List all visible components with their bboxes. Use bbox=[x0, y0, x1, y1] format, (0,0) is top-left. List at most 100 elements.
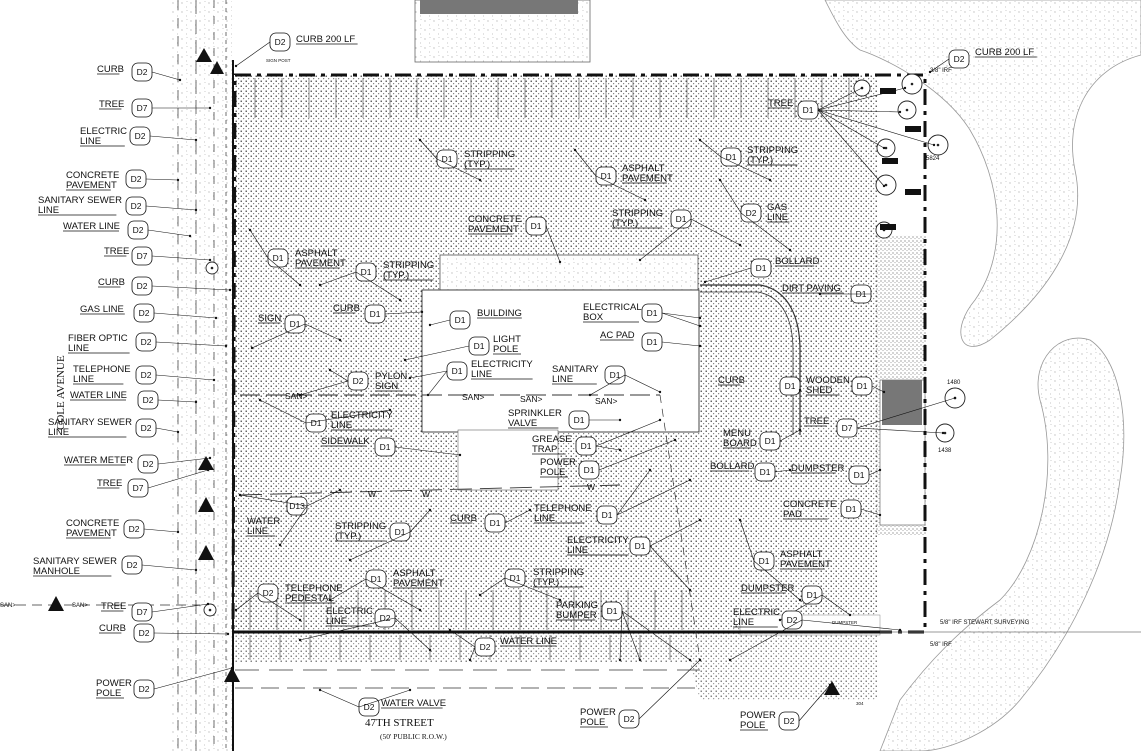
callout-leader bbox=[365, 578, 421, 611]
callout-code: D1 bbox=[510, 573, 521, 583]
callout-label-line: CURB bbox=[333, 303, 360, 314]
callout-leader-tip bbox=[618, 418, 622, 422]
callout-label-line: STRIPPING bbox=[335, 521, 386, 532]
callout: STRIPPING(TYP.)D1 bbox=[478, 567, 584, 602]
callout-leader-tip bbox=[238, 493, 242, 497]
callout: STRIPPING(TYP.)D1 bbox=[612, 208, 742, 262]
san-marker-1: SAN> bbox=[462, 392, 484, 402]
callout-leader-tip bbox=[848, 613, 852, 617]
callout-label: CURB 200 LF bbox=[296, 34, 355, 45]
callout-label-line: ASPHALT bbox=[780, 549, 823, 560]
callout-label: CURB bbox=[450, 513, 477, 524]
callout-leader-tip bbox=[698, 316, 702, 320]
callout-leader bbox=[239, 494, 308, 507]
callout-leader bbox=[157, 399, 197, 403]
water-marker-1: W bbox=[368, 489, 376, 499]
callout-leader-tip bbox=[941, 431, 945, 435]
callout-leader-tip bbox=[258, 398, 262, 402]
callout-leader-tip bbox=[818, 292, 822, 296]
callout-leader bbox=[153, 632, 229, 635]
callout-leader bbox=[817, 87, 863, 111]
callout-leader-tip bbox=[878, 513, 882, 517]
callout-leader-tip bbox=[194, 208, 198, 212]
callout-leader-tip bbox=[418, 608, 422, 612]
callout-leader bbox=[145, 178, 179, 181]
callout-label: TREE bbox=[99, 99, 124, 110]
callout-leader-tip bbox=[428, 323, 432, 327]
callout-label-line: SIDEWALK bbox=[321, 436, 370, 447]
callout-code: D2 bbox=[263, 588, 274, 598]
callout-leader-tip bbox=[898, 628, 902, 632]
callout-leader-tip bbox=[648, 468, 652, 472]
tree-tag bbox=[882, 158, 898, 164]
callout-code: D1 bbox=[765, 436, 776, 446]
callout-label-line: POWER bbox=[740, 710, 776, 721]
callout-label-line: BUILDING bbox=[477, 308, 522, 319]
callout-label-line: STRIPPING bbox=[612, 208, 663, 219]
callout-label-line: TELEPHONE bbox=[285, 583, 343, 594]
callout-leader bbox=[661, 341, 701, 347]
tree-tag bbox=[880, 88, 896, 94]
san-marker-2: SAN> bbox=[520, 394, 542, 404]
callout-label-line: PEDESTAL bbox=[285, 593, 334, 604]
callout-leader bbox=[729, 619, 803, 661]
tree-trunk bbox=[936, 143, 940, 147]
callout-label-line: PAD bbox=[783, 509, 802, 520]
callout-leader-tip bbox=[230, 666, 234, 670]
callout-leader-tip bbox=[338, 338, 342, 342]
callout-code: D2 bbox=[127, 560, 138, 570]
callout-label-line: SANITARY SEWER bbox=[38, 195, 122, 206]
callout-leader-tip bbox=[573, 148, 577, 152]
callout-leader-tip bbox=[194, 138, 198, 142]
callout-label-line: WATER LINE bbox=[500, 636, 557, 647]
callout-leader-tip bbox=[248, 228, 252, 232]
callout-code: D1 bbox=[803, 105, 814, 115]
callout-label-line: LIGHT bbox=[493, 334, 521, 345]
callout-label-line: PAVEMENT bbox=[468, 224, 519, 235]
callout-label-line: SANITARY SEWER bbox=[48, 417, 132, 428]
callout-label-line: TREE bbox=[104, 246, 129, 257]
callout-leader bbox=[704, 267, 752, 283]
callout-code: D7 bbox=[137, 251, 148, 261]
callout-code: D2 bbox=[131, 201, 142, 211]
callout-leader bbox=[147, 229, 191, 237]
callout: TREE D7 bbox=[104, 246, 212, 266]
callout-leader-tip bbox=[328, 368, 332, 372]
callout-label-line: ASPHALT bbox=[622, 163, 665, 174]
callout-leader bbox=[801, 619, 901, 631]
callout-code: D2 bbox=[135, 131, 146, 141]
callout-label-line: LINE bbox=[48, 427, 69, 438]
callout-leader-tip bbox=[176, 530, 180, 534]
callout-label-line: WATER METER bbox=[64, 455, 133, 466]
callout-leader bbox=[319, 271, 357, 286]
callout-leader bbox=[394, 446, 461, 456]
dumpster-enclosure bbox=[739, 614, 881, 636]
callout-label-line: ELECTRICAL bbox=[583, 302, 642, 313]
callout-code: D1 bbox=[635, 541, 646, 551]
callout-leader-tip bbox=[778, 618, 782, 622]
